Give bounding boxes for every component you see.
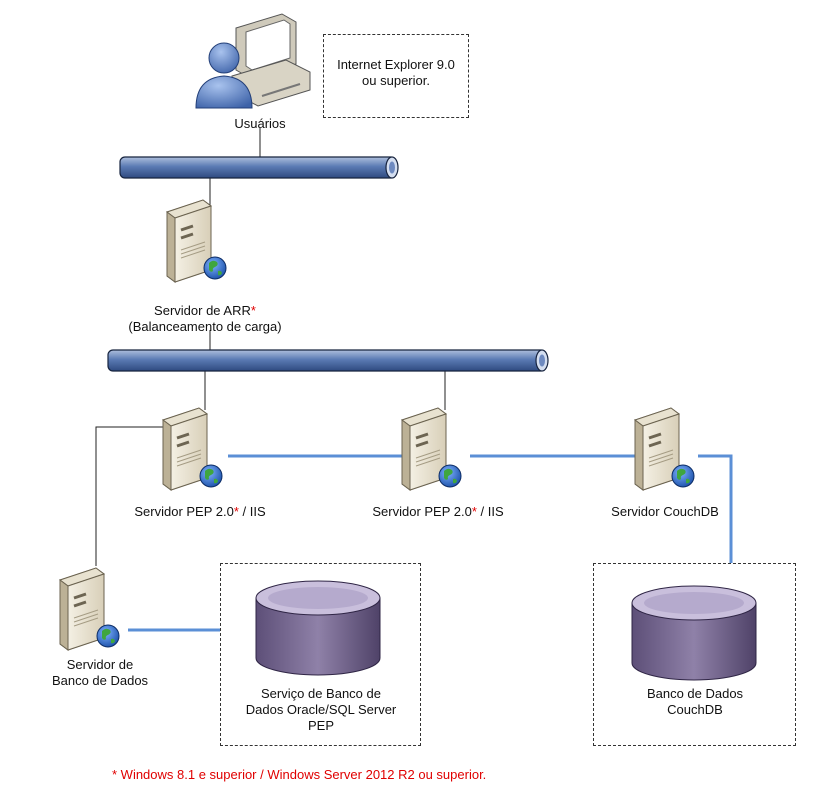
pep-server-1-star: * bbox=[233, 504, 239, 519]
arr-server-star: * bbox=[250, 303, 256, 318]
couchdb-database-label: Banco de Dados CouchDB bbox=[595, 686, 795, 718]
oracle-database-box bbox=[220, 563, 421, 746]
couchdb-database-box bbox=[593, 563, 796, 746]
couchdb-server-label: Servidor CouchDB bbox=[611, 504, 719, 519]
arr-server-label: Servidor de ARR* (Balanceamento de carga… bbox=[100, 303, 310, 335]
user-workstation-icon bbox=[195, 13, 311, 109]
footnote: * Windows 8.1 e superior / Windows Serve… bbox=[112, 767, 487, 782]
ie-requirement-line2: ou superior. bbox=[362, 73, 430, 88]
pep-server-2-label: Servidor PEP 2.0* / IIS bbox=[338, 504, 538, 520]
couchdb-server-icon bbox=[633, 406, 696, 492]
connection-lines bbox=[95, 128, 446, 566]
couchdb-database-line2: CouchDB bbox=[667, 702, 723, 717]
pep-server-2-suffix: / IIS bbox=[476, 504, 504, 519]
ie-requirement-note: Internet Explorer 9.0 ou superior. bbox=[323, 57, 469, 89]
pep-server-1-label: Servidor PEP 2.0* / IIS bbox=[100, 504, 300, 520]
network-bus-top bbox=[119, 156, 399, 179]
pep-server-1-icon bbox=[161, 406, 224, 492]
ie-requirement-box bbox=[323, 34, 469, 118]
arr-server-icon bbox=[165, 198, 228, 284]
pep-server-1-name: Servidor PEP 2.0 bbox=[134, 504, 234, 519]
db-server-line2: Banco de Dados bbox=[51, 673, 149, 688]
pep-server-2-icon bbox=[400, 406, 463, 492]
oracle-database-line3: PEP bbox=[307, 718, 334, 733]
ie-requirement-line1: Internet Explorer 9.0 bbox=[337, 57, 455, 72]
data-links bbox=[128, 454, 733, 632]
pep-server-2-name: Servidor PEP 2.0 bbox=[372, 504, 472, 519]
db-server-label: Servidor de Banco de Dados bbox=[40, 657, 160, 689]
arr-server-name: Servidor de ARR bbox=[154, 303, 251, 318]
pep-server-1-suffix: / IIS bbox=[238, 504, 266, 519]
oracle-database-line2: Dados Oracle/SQL Server bbox=[245, 702, 397, 717]
oracle-database-line1: Serviço de Banco de bbox=[261, 686, 381, 701]
users-label: Usuários bbox=[234, 116, 286, 131]
db-server-line1: Servidor de bbox=[66, 657, 134, 672]
network-bus-middle bbox=[107, 349, 549, 372]
oracle-database-label: Serviço de Banco de Dados Oracle/SQL Ser… bbox=[222, 686, 420, 734]
pep-server-2-star: * bbox=[471, 504, 477, 519]
arr-server-subtitle: (Balanceamento de carga) bbox=[128, 319, 282, 334]
couchdb-database-line1: Banco de Dados bbox=[646, 686, 744, 701]
arr-server-title: Servidor de ARR* bbox=[100, 303, 310, 319]
db-server-icon bbox=[58, 566, 121, 652]
